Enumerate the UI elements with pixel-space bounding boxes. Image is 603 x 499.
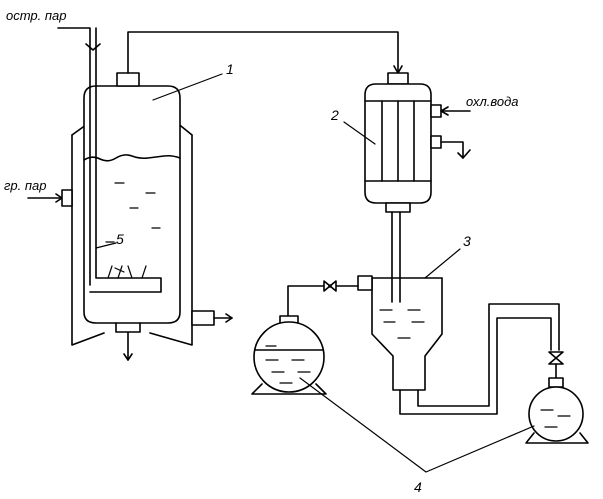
number-1: 1 (226, 61, 234, 77)
tank-right-4 (525, 377, 589, 444)
receiver-3 (357, 275, 443, 391)
leader-2 (343, 121, 376, 145)
left-line (287, 280, 359, 319)
leader-5 (95, 242, 117, 249)
leader-1 (152, 73, 223, 101)
leader-4 (299, 377, 535, 473)
number-5: 5 (116, 231, 124, 247)
label-live-steam: остр. пар (6, 8, 66, 23)
vessel-1 (27, 27, 233, 361)
label-heating-steam: гр. пар (4, 178, 46, 193)
number-2: 2 (330, 107, 339, 123)
vapor-line (127, 31, 399, 74)
tank-left-4 (251, 315, 327, 395)
number-3: 3 (463, 233, 471, 249)
leader-3 (424, 248, 461, 279)
distillate-pipe (391, 211, 401, 303)
label-cooling-water: охл.вода (466, 94, 519, 109)
right-line (399, 303, 564, 415)
number-4: 4 (414, 479, 422, 495)
condenser-2 (364, 72, 471, 213)
valve-left[interactable] (328, 284, 332, 288)
